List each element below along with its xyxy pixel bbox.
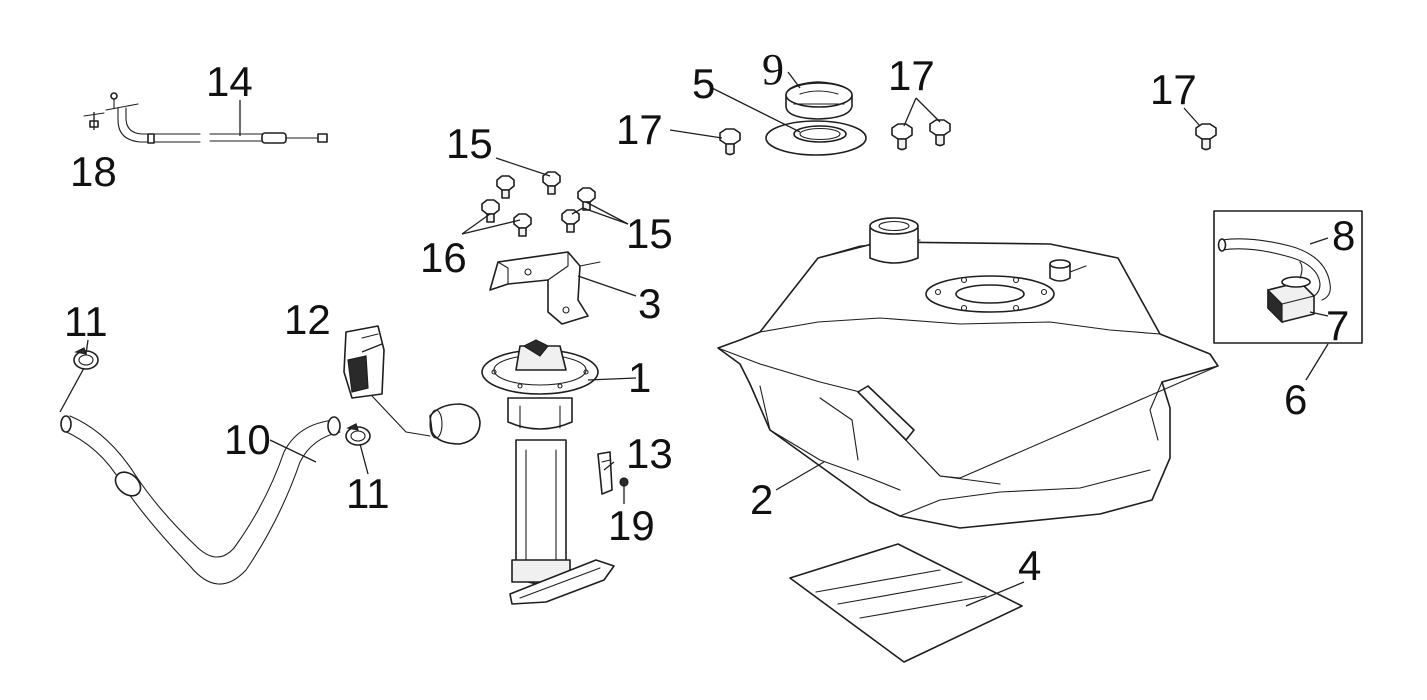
fuel-tank-part-2 — [717, 217, 1219, 529]
foam-pad-part-4 — [789, 543, 1023, 663]
cable-part-14 — [105, 92, 328, 144]
rollover-valve-part-7 — [1267, 261, 1315, 324]
callout-16: 16 — [420, 234, 467, 281]
fuel-cap-gasket-part-5 — [765, 120, 867, 156]
callout-8: 8 — [1332, 212, 1355, 259]
screw-part-19 — [619, 477, 629, 487]
screws-part-15-16 — [481, 171, 596, 237]
bolt-part-17-center-right — [929, 119, 951, 147]
callout-11-left: 11 — [64, 298, 108, 345]
fuel-level-sender-part-12 — [343, 325, 481, 445]
callout-7: 7 — [1326, 302, 1349, 349]
leader-lines — [85, 71, 1329, 607]
callout-10: 10 — [224, 416, 271, 463]
callout-4: 4 — [1018, 542, 1041, 589]
callout-17-left: 17 — [616, 106, 663, 153]
callout-17-center: 17 — [888, 52, 935, 99]
callout-1: 1 — [628, 354, 651, 401]
bolt-part-17-left — [719, 128, 741, 156]
callout-3: 3 — [638, 280, 661, 327]
callout-5: 5 — [692, 60, 715, 107]
fuel-cap-part-9 — [785, 81, 853, 120]
callout-2: 2 — [750, 476, 773, 523]
hose-clamp-part-11-left — [73, 347, 99, 370]
callout-12: 12 — [284, 296, 331, 343]
fuel-hose-part-10 — [59, 367, 341, 585]
bracket-part-3 — [489, 251, 601, 325]
callout-17-right: 17 — [1150, 66, 1197, 113]
callout-15-top: 15 — [446, 120, 493, 167]
hose-clamp-part-11-right — [345, 423, 371, 446]
callout-6: 6 — [1284, 376, 1307, 423]
bolt-part-17-right — [1195, 123, 1217, 151]
callout-19: 19 — [608, 502, 655, 549]
callout-9: 9 — [762, 45, 784, 94]
callout-labels: 1 2 3 4 5 6 7 8 9 10 11 11 12 13 14 15 1… — [64, 45, 1355, 589]
fuel-pump-part-1 — [481, 339, 615, 605]
vent-hose-part-8 — [1217, 238, 1331, 301]
callout-11-right: 11 — [346, 470, 390, 517]
bolt-part-17-center-left — [891, 123, 913, 151]
callout-14: 14 — [206, 58, 253, 105]
clip-part-13 — [597, 451, 613, 495]
callout-18: 18 — [70, 148, 117, 195]
callout-15-right: 15 — [626, 210, 673, 257]
callout-13: 13 — [626, 430, 673, 477]
